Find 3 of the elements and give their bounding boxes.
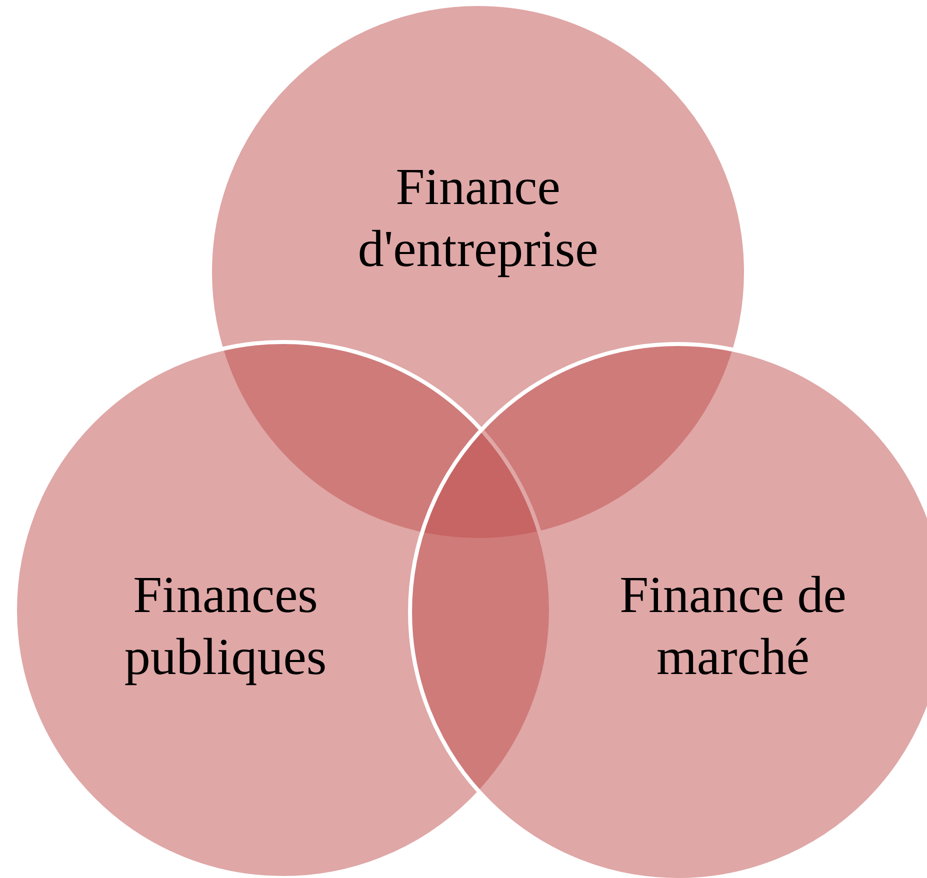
circle-label: Finances publiques [123,566,328,688]
circle-label: Finance de marché [618,566,848,688]
circle-label: Finance d'entreprise [356,158,600,280]
